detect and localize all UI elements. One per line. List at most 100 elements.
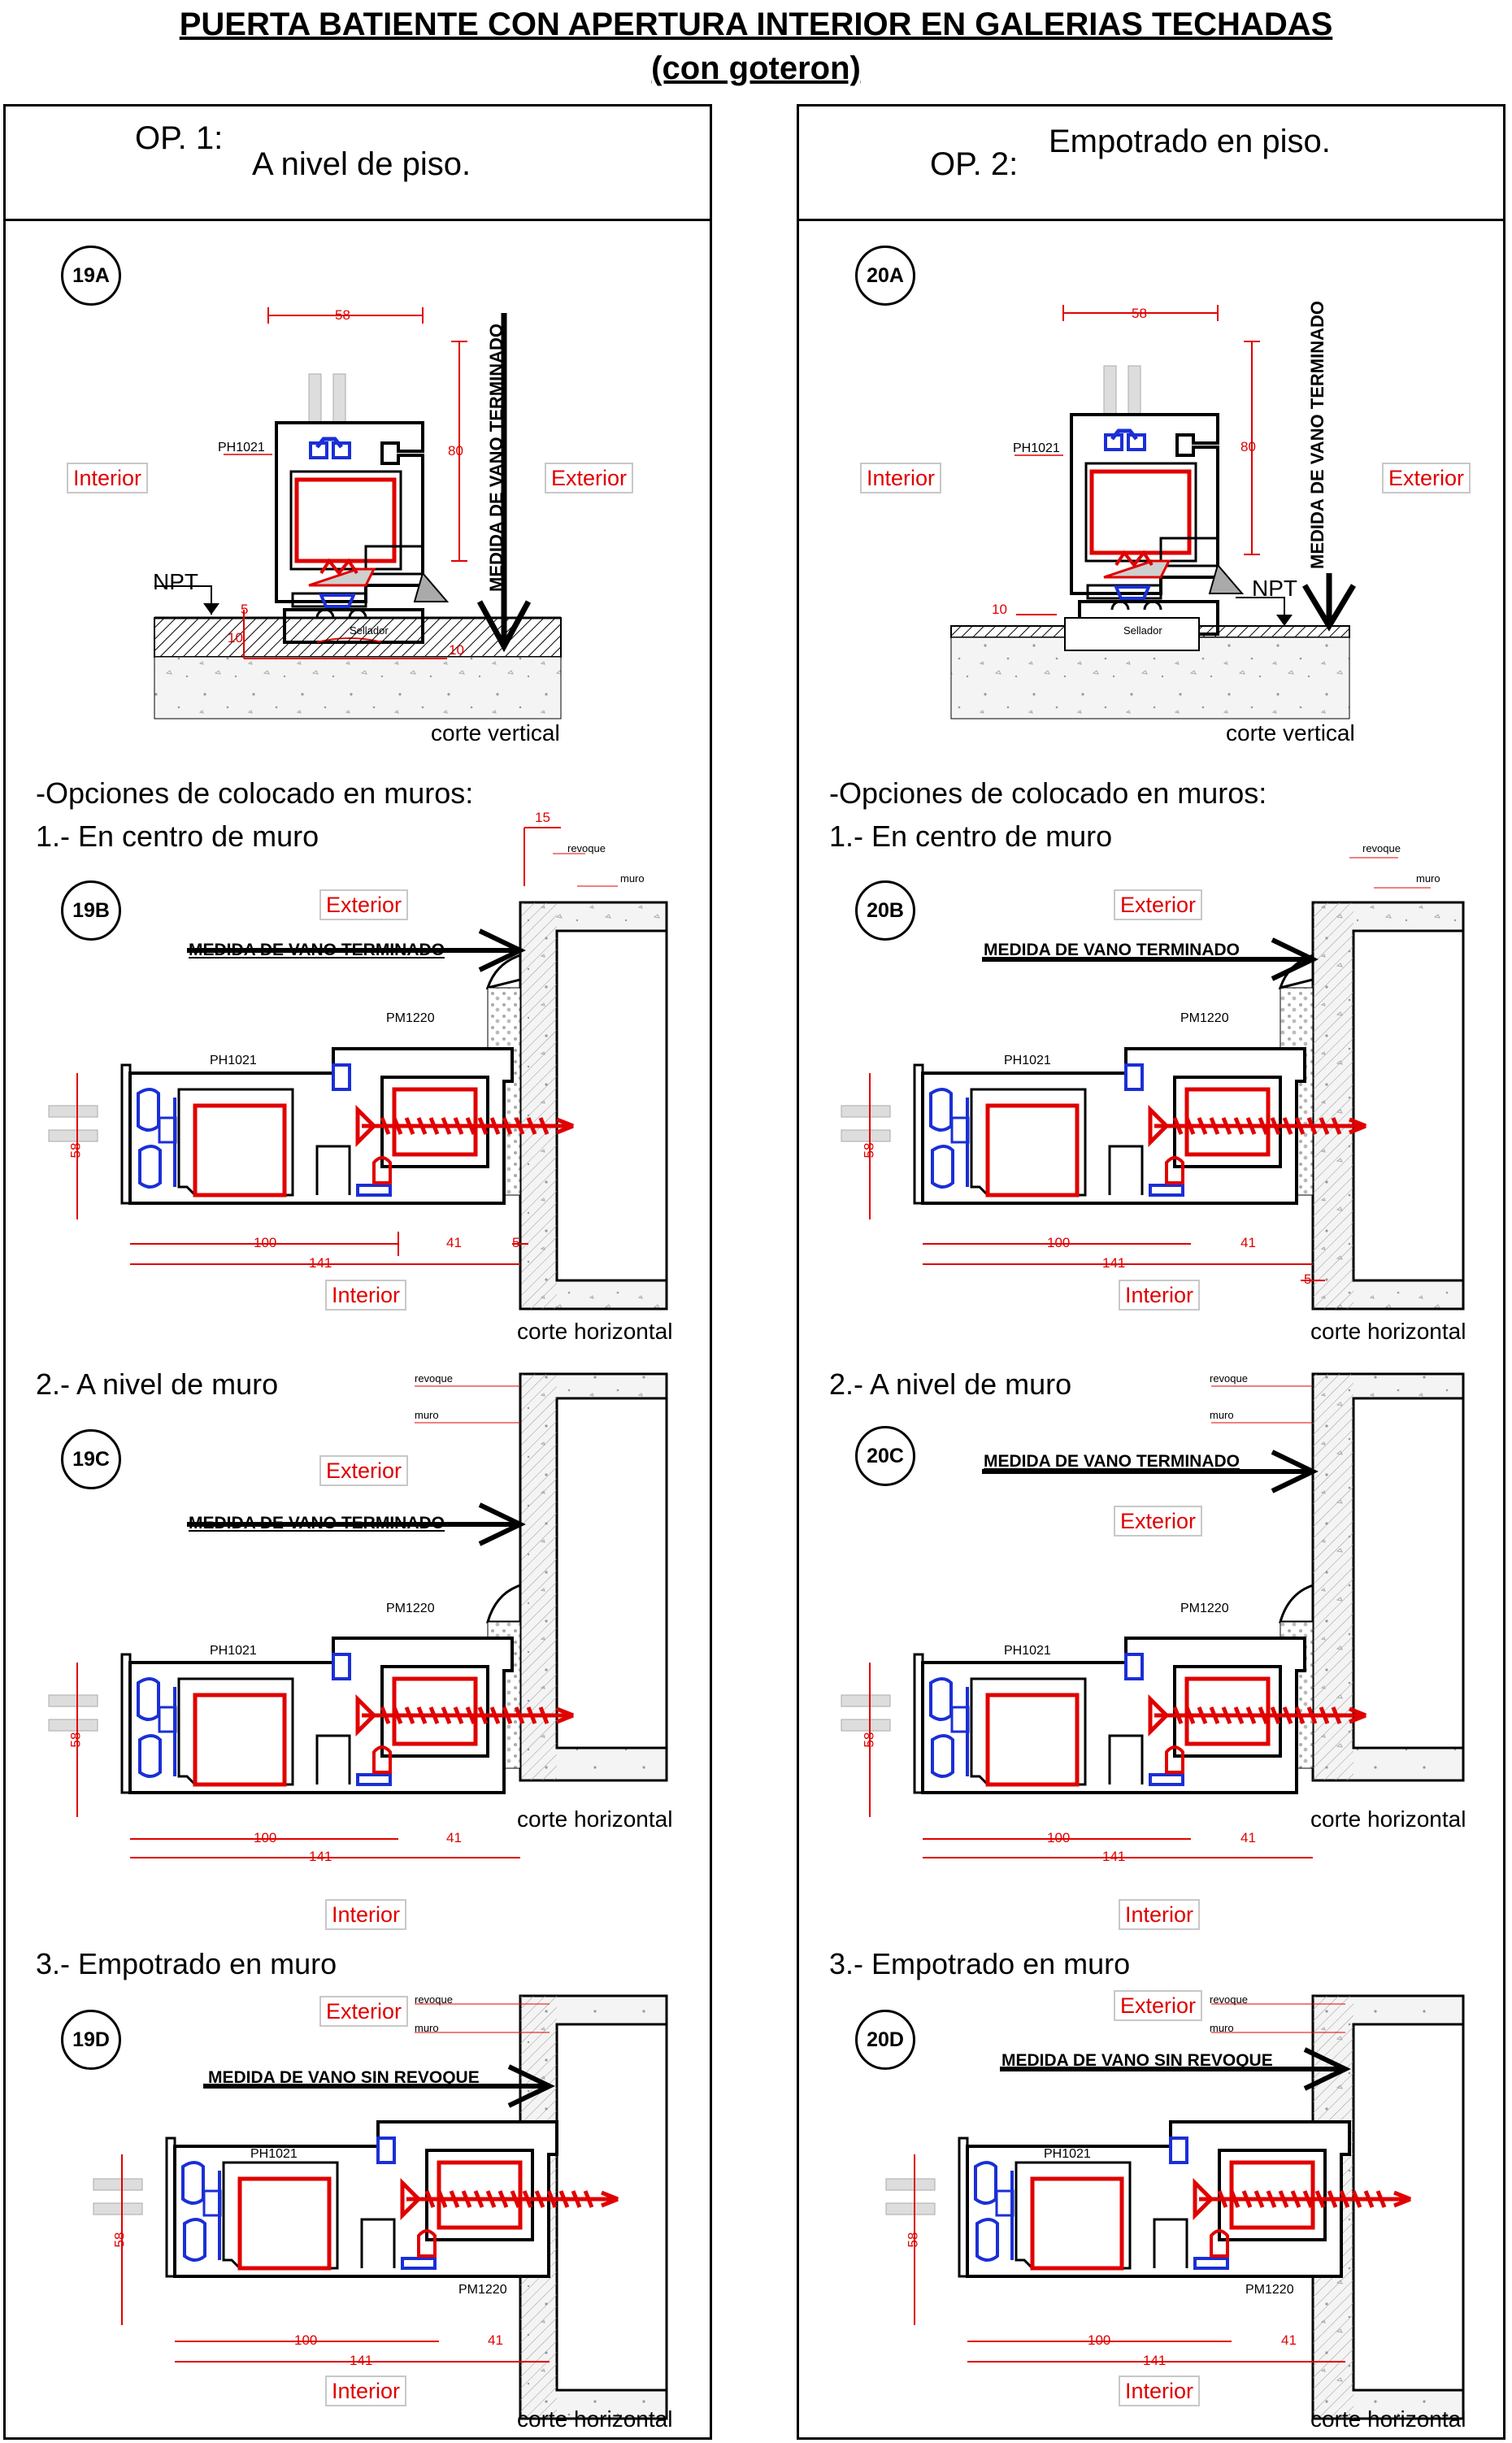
vano-label-20d: MEDIDA DE VANO SIN REVOQUE bbox=[1001, 2051, 1273, 2070]
dim-41-19b: 41 bbox=[446, 1235, 462, 1250]
muro-label-19c: muro bbox=[415, 1409, 439, 1421]
wall-option-3-title-col2: 3.- Empotrado en muro bbox=[829, 1947, 1131, 1980]
option-1-body-panel bbox=[3, 219, 712, 2440]
page-title: PUERTA BATIENTE CON APERTURA INTERIOR EN… bbox=[179, 7, 1333, 42]
dim-141-20b: 141 bbox=[1102, 1255, 1126, 1271]
dim-100-20d: 100 bbox=[1088, 2332, 1111, 2348]
wall-option-1-title-col2: 1.- En centro de muro bbox=[829, 819, 1113, 853]
badge-20a: 20A bbox=[855, 246, 915, 306]
muro-label-20c: muro bbox=[1210, 1409, 1234, 1421]
option-2-body-panel bbox=[797, 219, 1505, 2440]
dim-41-19c: 41 bbox=[446, 1830, 462, 1845]
revoque-label-20b: revoque bbox=[1362, 842, 1401, 854]
wall-option-2-title-col1: 2.- A nivel de muro bbox=[36, 1367, 279, 1401]
option-1-code: OP. 1: bbox=[135, 120, 224, 156]
label-exterior-19b: Exterior bbox=[319, 889, 409, 920]
label-interior-20b: Interior bbox=[1119, 1280, 1201, 1311]
section-20a-drawing bbox=[1071, 366, 1242, 634]
sealant-label-19a: Sellador bbox=[350, 624, 389, 637]
label-exterior-19a: Exterior bbox=[545, 463, 634, 493]
label-interior-20a: Interior bbox=[860, 463, 942, 493]
dim-5-19b: 5 bbox=[512, 1235, 520, 1250]
section-19a-drawing bbox=[276, 374, 447, 642]
option-1-label: A nivel de piso. bbox=[252, 146, 471, 182]
badge-19d: 19D bbox=[61, 2010, 121, 2070]
wall-options-heading-2: -Opciones de colocado en muros: bbox=[829, 776, 1267, 810]
npt-label-20a: NPT bbox=[1252, 576, 1297, 601]
dim-58-19a: 58 bbox=[335, 307, 350, 323]
profile-pm-20d: PM1220 bbox=[1245, 2283, 1294, 2297]
profile-label-20a: PH1021 bbox=[1013, 441, 1060, 455]
view-caption-19c: corte horizontal bbox=[517, 1806, 673, 1832]
dim-141-20c: 141 bbox=[1102, 1849, 1126, 1864]
label-interior-19d: Interior bbox=[325, 2376, 407, 2406]
muro-label-19d: muro bbox=[415, 2022, 439, 2034]
profile-ph-19d: PH1021 bbox=[250, 2147, 298, 2161]
section-20d-drawing bbox=[886, 2122, 1410, 2276]
revoque-label-19c: revoque bbox=[415, 1372, 453, 1385]
dim-100-19d: 100 bbox=[294, 2332, 318, 2348]
badge-19c: 19C bbox=[61, 1429, 121, 1489]
view-caption-20d: corte horizontal bbox=[1310, 2406, 1466, 2432]
label-exterior-20b: Exterior bbox=[1114, 889, 1203, 920]
dim-5-20b: 5 bbox=[1304, 1271, 1312, 1287]
npt-label-19a: NPT bbox=[153, 569, 198, 594]
revoque-label-19b: revoque bbox=[567, 842, 606, 854]
profile-ph-20b: PH1021 bbox=[1004, 1054, 1051, 1067]
label-interior-20c: Interior bbox=[1119, 1899, 1201, 1930]
section-20c-drawing bbox=[841, 1638, 1366, 1793]
view-caption-20a: corte vertical bbox=[1226, 720, 1355, 746]
profile-ph-20d: PH1021 bbox=[1044, 2147, 1091, 2161]
sealant-label-20a: Sellador bbox=[1123, 624, 1162, 637]
view-caption-19d: corte horizontal bbox=[517, 2406, 673, 2432]
muro-label-20d: muro bbox=[1210, 2022, 1234, 2034]
dim-58-20a: 58 bbox=[1132, 306, 1147, 321]
label-exterior-20a: Exterior bbox=[1382, 463, 1471, 493]
wall-option-1-title-col1: 1.- En centro de muro bbox=[36, 819, 319, 853]
dim-41-19d: 41 bbox=[488, 2332, 503, 2348]
view-caption-20b: corte horizontal bbox=[1310, 1319, 1466, 1344]
dim-41-20d: 41 bbox=[1281, 2332, 1297, 2348]
option-2-code: OP. 2: bbox=[930, 146, 1019, 182]
dim-58-20d: 58 bbox=[905, 2232, 921, 2248]
dim-5-19a: 5 bbox=[241, 602, 249, 617]
view-caption-19b: corte horizontal bbox=[517, 1319, 673, 1344]
dim-100-20b: 100 bbox=[1047, 1235, 1071, 1250]
dim-15-19b: 15 bbox=[535, 810, 550, 825]
label-interior-20d: Interior bbox=[1119, 2376, 1201, 2406]
dim-100-19b: 100 bbox=[254, 1235, 277, 1250]
section-20b-drawing bbox=[841, 1049, 1366, 1203]
muro-label-19b: muro bbox=[620, 872, 645, 885]
vano-label-19c: MEDIDA DE VANO TERMINADO bbox=[189, 1514, 445, 1532]
dim-100-20c: 100 bbox=[1047, 1830, 1071, 1845]
label-exterior-19d: Exterior bbox=[319, 1996, 409, 2027]
label-interior-19c: Interior bbox=[325, 1899, 407, 1930]
badge-19a: 19A bbox=[61, 246, 121, 306]
vano-label-20c: MEDIDA DE VANO TERMINADO bbox=[984, 1452, 1240, 1471]
revoque-label-19d: revoque bbox=[415, 1993, 453, 2006]
dim-141-19c: 141 bbox=[309, 1849, 332, 1864]
label-exterior-20c: Exterior bbox=[1114, 1506, 1203, 1537]
dim-58-19b: 58 bbox=[67, 1142, 84, 1158]
dim-80-20a: 80 bbox=[1240, 439, 1256, 454]
profile-ph-20c: PH1021 bbox=[1004, 1644, 1051, 1658]
badge-20d: 20D bbox=[855, 2010, 915, 2070]
dim-100-19c: 100 bbox=[254, 1830, 277, 1845]
profile-pm-20c: PM1220 bbox=[1180, 1602, 1229, 1615]
dim-58-19c: 58 bbox=[67, 1732, 84, 1748]
option-2-label: Empotrado en piso. bbox=[1049, 124, 1331, 159]
profile-pm-20b: PM1220 bbox=[1180, 1011, 1229, 1025]
view-caption-20c: corte horizontal bbox=[1310, 1806, 1466, 1832]
vano-label-20a: MEDIDA DE VANO TERMINADO bbox=[1307, 301, 1327, 569]
vano-label-19d: MEDIDA DE VANO SIN REVOQUE bbox=[208, 2068, 480, 2087]
dim-58-20b: 58 bbox=[861, 1142, 877, 1158]
section-19c-drawing bbox=[49, 1638, 573, 1793]
profile-label-19a: PH1021 bbox=[218, 441, 265, 454]
vano-label-19a: MEDIDA DE VANO TERMINADO bbox=[486, 324, 506, 592]
badge-20b: 20B bbox=[855, 880, 915, 941]
profile-pm-19c: PM1220 bbox=[386, 1602, 435, 1615]
dim-10a-19a: 10 bbox=[228, 630, 243, 646]
dim-10b-19a: 10 bbox=[449, 642, 464, 658]
dim-41-20c: 41 bbox=[1240, 1830, 1256, 1845]
view-caption-19a: corte vertical bbox=[431, 720, 560, 746]
